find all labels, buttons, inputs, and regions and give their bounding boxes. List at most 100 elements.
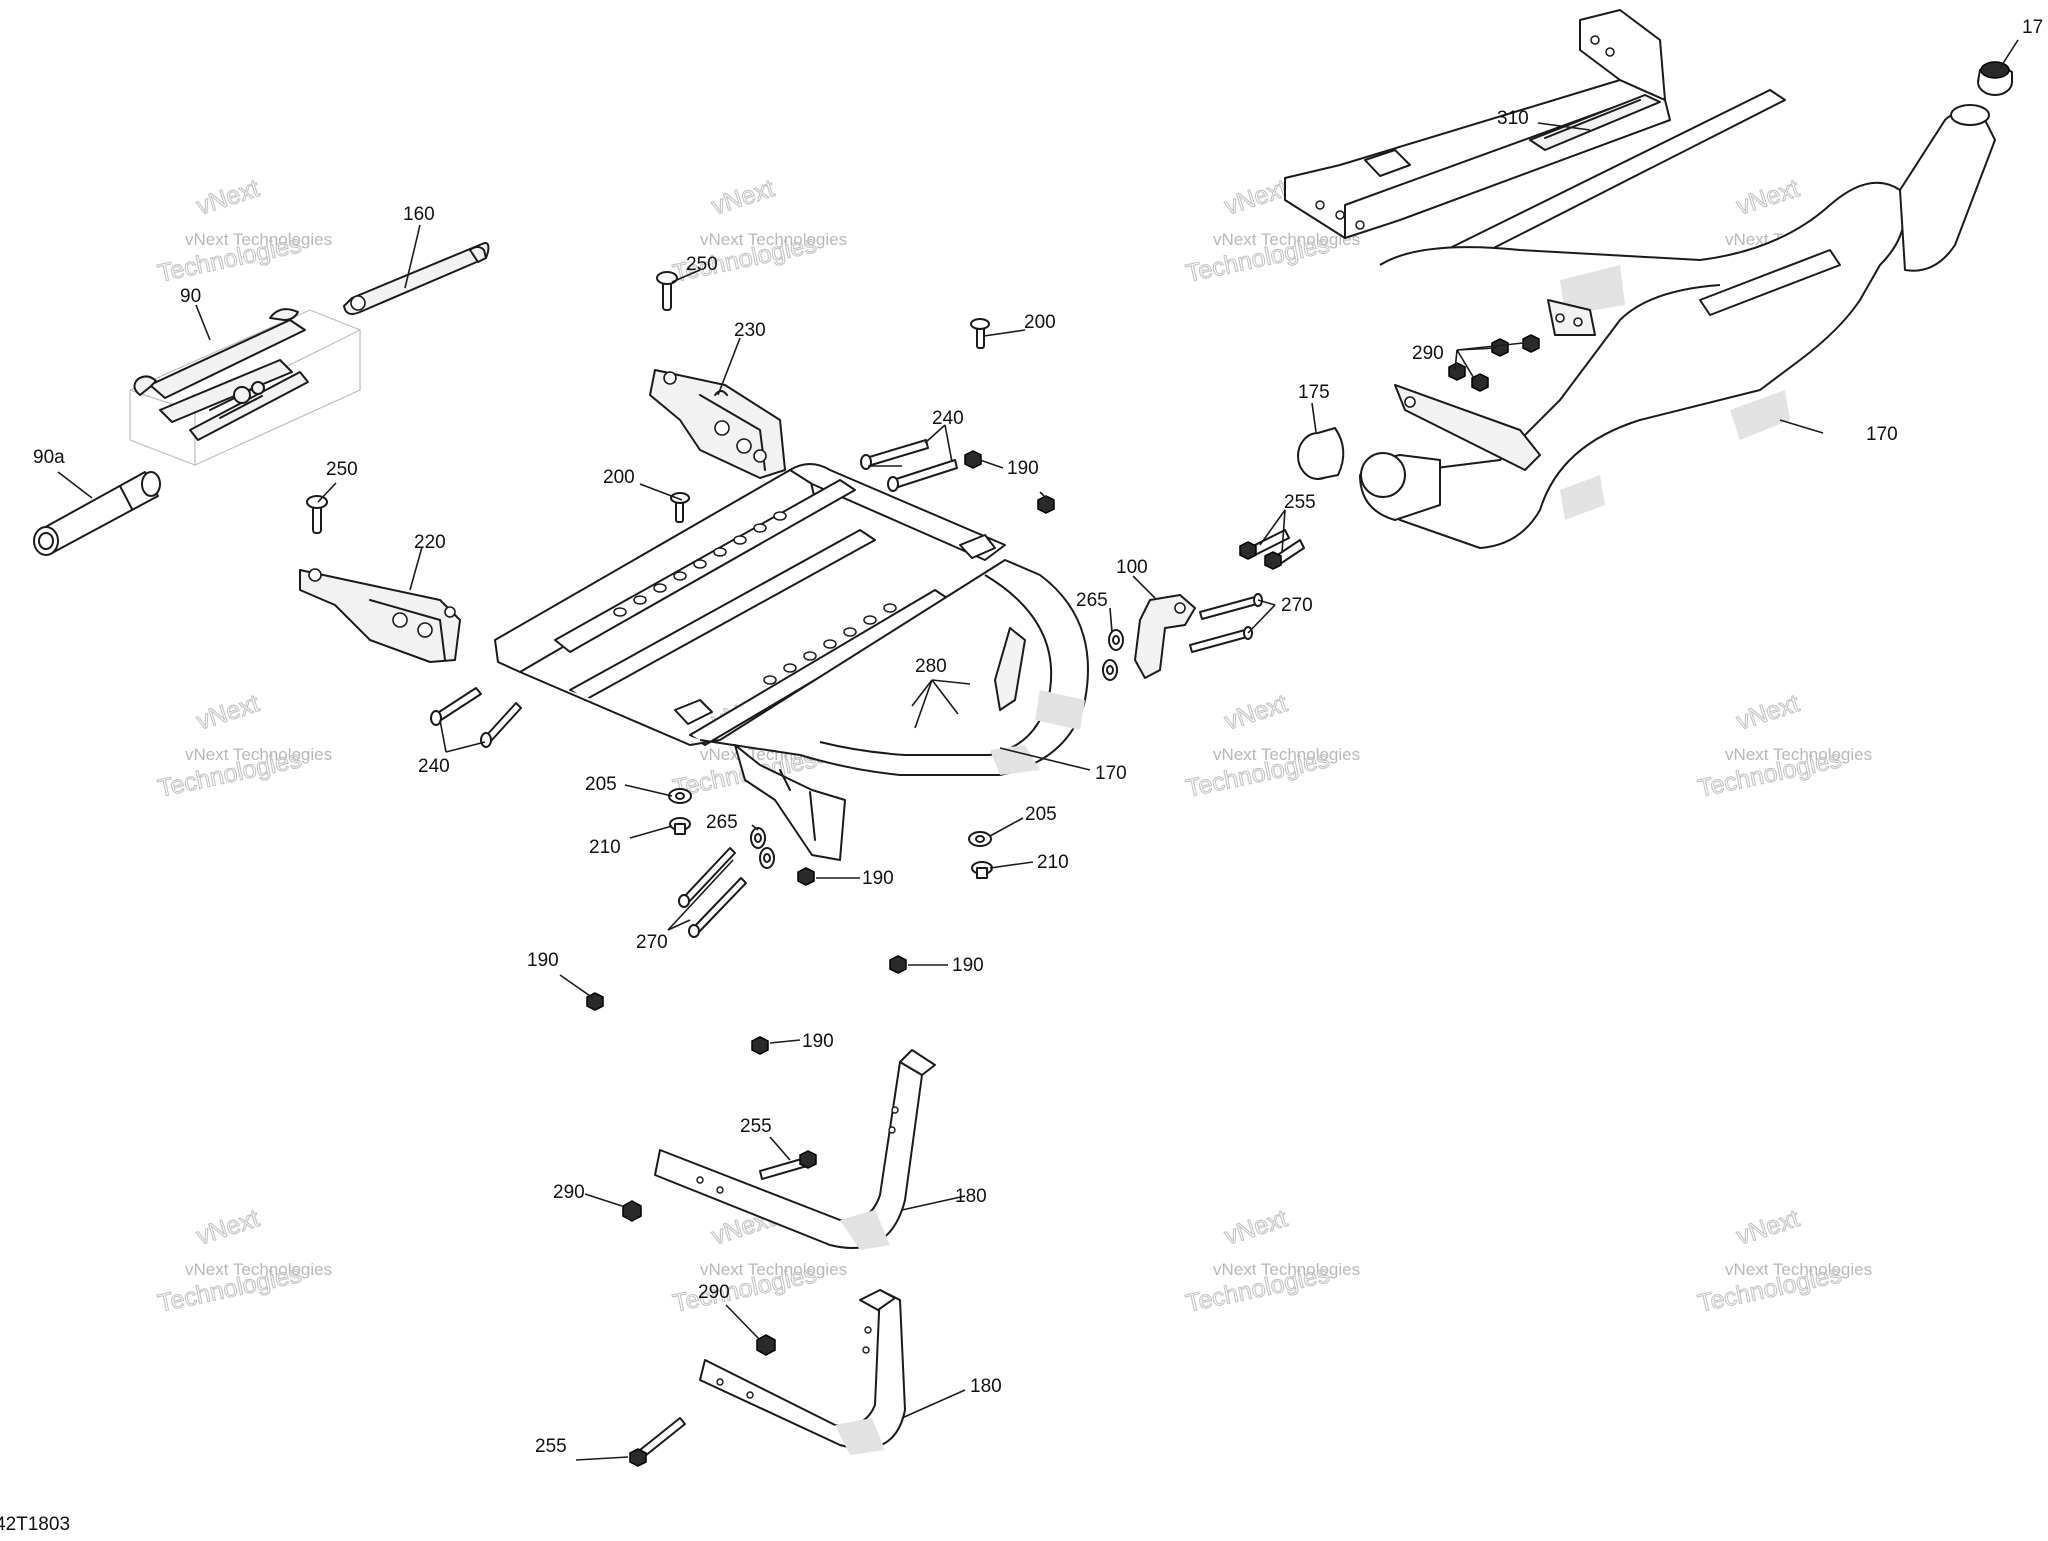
part-210-rivet-b	[971, 861, 993, 879]
callout-170-front: 170	[1095, 763, 1127, 784]
watermark-text: vNext Technologies	[1725, 1260, 1872, 1279]
part-265-washers-b	[750, 827, 775, 869]
callout-190-d: 190	[527, 950, 559, 971]
watermark-text: vNext	[1221, 689, 1290, 735]
watermark-text: vNext Technologies	[700, 230, 847, 249]
part-170-rear-rack	[1284, 9, 1996, 549]
callout-200-a: 200	[1024, 312, 1056, 333]
callout-255-b: 255	[740, 1116, 772, 1137]
watermark-text: vNext	[708, 174, 777, 220]
callout-220: 220	[414, 532, 446, 553]
callout-280: 280	[915, 656, 947, 677]
callout-310: 310	[1497, 108, 1529, 129]
leader-lines	[57, 39, 2019, 1461]
watermark-text: vNext	[193, 1204, 262, 1250]
callout-175-b: 17	[2022, 17, 2043, 38]
callout-290-c: 290	[698, 1282, 730, 1303]
callout-290-a: 290	[1412, 343, 1444, 364]
part-250-screw	[656, 271, 678, 311]
part-190-nut-a	[964, 450, 1055, 514]
callout-160: 160	[403, 204, 435, 225]
part-175-plug-a	[1297, 427, 1345, 480]
drawing-number: 42T1803	[0, 1514, 70, 1535]
callout-180-a: 180	[955, 1186, 987, 1207]
callout-255-a: 255	[1284, 492, 1316, 513]
part-290-nuts-a	[1448, 334, 1540, 392]
part-240-pins-left	[430, 687, 522, 748]
callout-190-c: 190	[952, 955, 984, 976]
part-200-screw-b	[670, 492, 690, 523]
part-265-washers-a	[1102, 629, 1124, 681]
callout-290-b: 290	[553, 1182, 585, 1203]
part-160-spanner	[343, 242, 490, 315]
part-90-tool-kit	[129, 308, 361, 466]
part-255-bolt-b	[759, 1150, 817, 1180]
watermark-text: vNext	[193, 174, 262, 220]
part-240-pins-top	[860, 439, 958, 492]
part-230-bracket	[649, 369, 786, 479]
callout-240-a: 240	[932, 408, 964, 429]
callout-210-b: 210	[1037, 852, 1069, 873]
watermark-text: vNext Technologies	[1213, 745, 1360, 764]
part-90a-socket-tool	[33, 471, 161, 556]
watermark-text: vNext	[1733, 174, 1802, 220]
callout-190-e: 190	[802, 1031, 834, 1052]
part-250-screw-b	[306, 495, 328, 534]
watermark-text: vNext	[1733, 689, 1802, 735]
callout-205-b: 205	[1025, 804, 1057, 825]
watermark-text: vNext	[193, 689, 262, 735]
part-190-nut-c	[889, 955, 907, 974]
callout-170-rear: 170	[1866, 424, 1898, 445]
part-270-bolts-b	[678, 847, 747, 938]
part-290-nut-c	[756, 1334, 776, 1356]
watermark-text: vNext Technologies	[185, 230, 332, 249]
part-100-bracket	[1134, 594, 1196, 679]
part-180-step-b	[699, 1289, 906, 1455]
callout-270-b: 270	[636, 932, 668, 953]
part-190-nut-e	[751, 1036, 769, 1055]
callout-265-a: 265	[1076, 590, 1108, 611]
part-180-step-a	[654, 1049, 936, 1250]
callout-250-a: 250	[686, 254, 718, 275]
callout-200-b: 200	[603, 467, 635, 488]
callout-190-a: 190	[1007, 458, 1039, 479]
watermark-text: vNext	[1733, 1204, 1802, 1250]
watermark-text: vNext Technologies	[185, 1260, 332, 1279]
watermark-text: vNext Technologies	[1725, 745, 1872, 764]
watermark-text: vNext	[1221, 1204, 1290, 1250]
part-175-plug-b	[1977, 61, 2013, 96]
callout-265-b: 265	[706, 812, 738, 833]
part-205-washer-a	[668, 788, 692, 804]
part-200-screw-a	[970, 318, 990, 349]
callout-labels: 160 90 90a 250 250 220 230 200 200 240 2…	[33, 17, 2043, 1457]
callout-210-a: 210	[589, 837, 621, 858]
watermark-text: vNext Technologies	[1213, 230, 1360, 249]
callout-205-a: 205	[585, 774, 617, 795]
callout-175-a: 175	[1298, 382, 1330, 403]
watermark-text: vNext Technologies	[700, 1260, 847, 1279]
callout-240-b: 240	[418, 756, 450, 777]
part-190-nut-b	[797, 867, 815, 886]
watermark-text: vNext Technologies	[1213, 1260, 1360, 1279]
part-310-reflector	[1529, 94, 1661, 151]
callout-250-b: 250	[326, 459, 358, 480]
watermark-text: vNext Technologies	[185, 745, 332, 764]
part-255-bolts-a	[1239, 529, 1305, 570]
callout-255-c: 255	[535, 1436, 567, 1457]
part-205-washer-b	[968, 831, 992, 847]
callout-90a: 90a	[33, 447, 65, 468]
callout-270-a: 270	[1281, 595, 1313, 616]
part-170-front-carrier	[494, 463, 1089, 861]
callout-90: 90	[180, 286, 201, 307]
part-210-rivet-a	[669, 817, 691, 835]
callout-180-b: 180	[970, 1376, 1002, 1397]
callout-100: 100	[1116, 557, 1148, 578]
